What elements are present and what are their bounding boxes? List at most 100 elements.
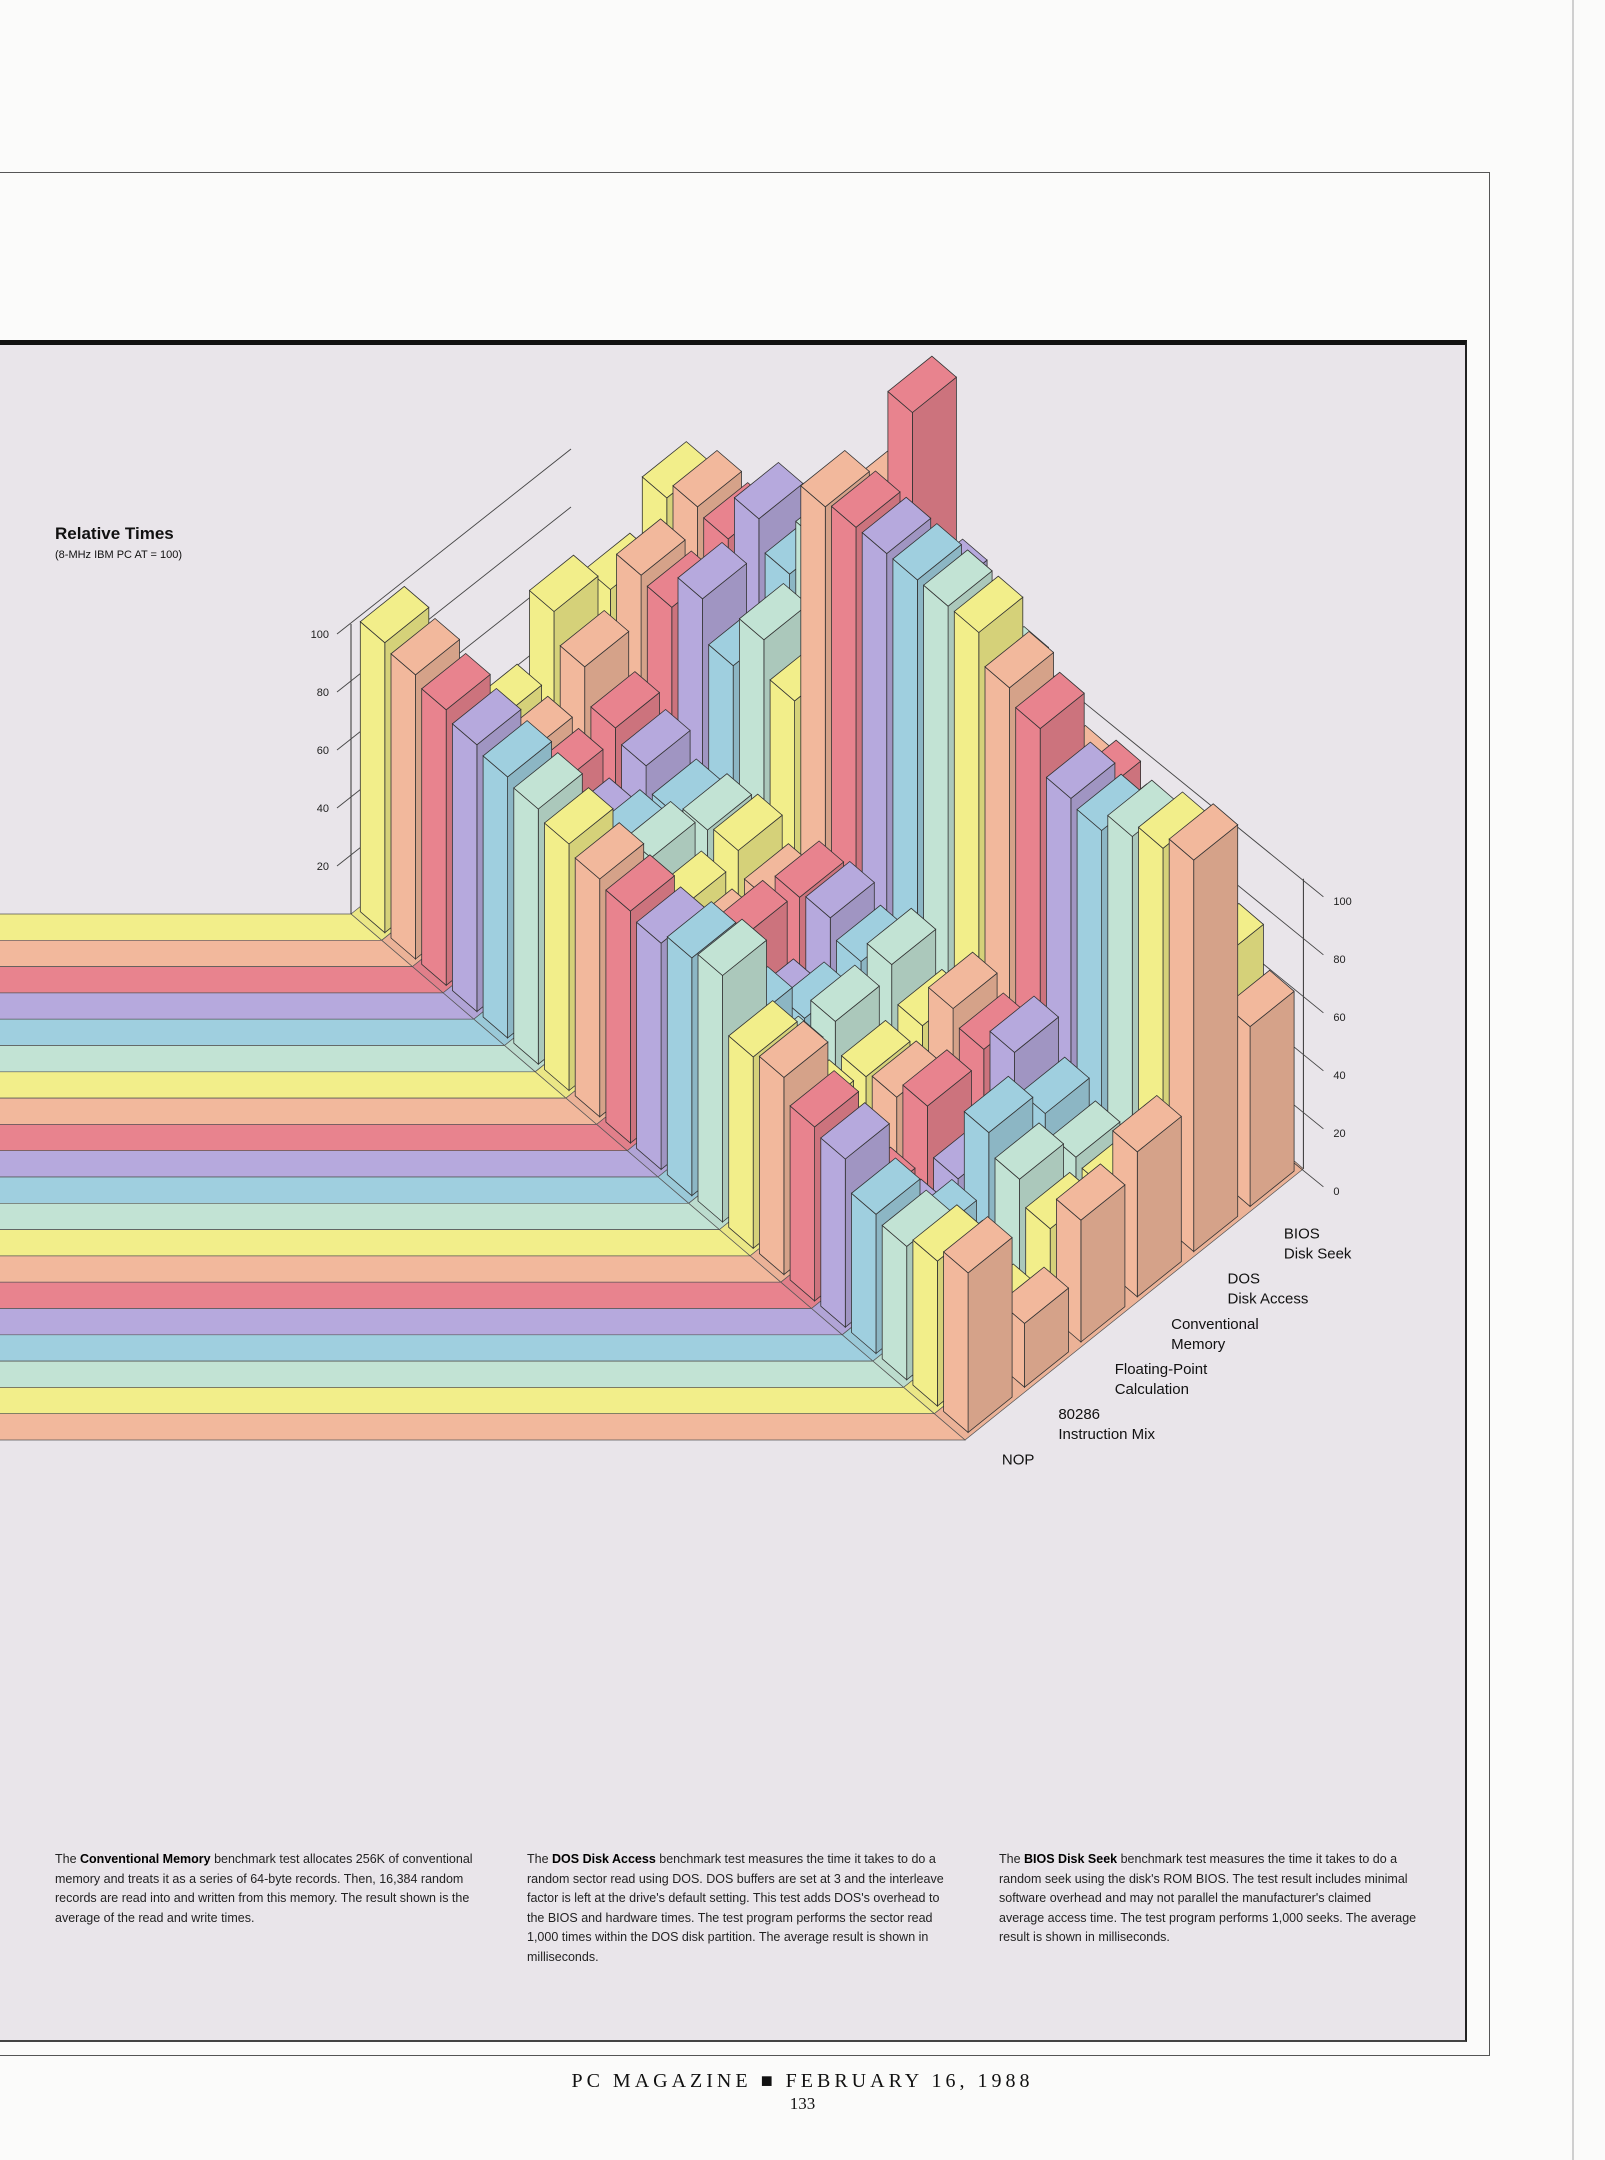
bar-side-face <box>451 722 478 1013</box>
bar-side-face <box>359 620 386 934</box>
bar-top-face <box>697 918 768 977</box>
floor-ribbon-arm <box>0 1255 782 1283</box>
bar-top-face <box>672 449 743 508</box>
left-tick-label: 80 <box>317 687 329 699</box>
bar-top-face <box>513 752 583 810</box>
bar-top-face <box>887 355 958 414</box>
bar-side-face <box>697 953 723 1223</box>
floor-ribbon-arm <box>0 939 414 967</box>
floor-ribbon-arm <box>0 1308 844 1336</box>
bar-top-face <box>738 582 809 641</box>
bar-top-face <box>482 720 553 778</box>
bar-side-face <box>390 652 416 960</box>
bar-top-face <box>451 687 522 746</box>
floor-ribbon-arm <box>0 1360 905 1388</box>
bar-top-face <box>421 652 491 711</box>
bar-front-face <box>1249 990 1295 1208</box>
bar-top-face <box>666 901 737 959</box>
footer-page-number: 133 <box>789 2094 816 2113</box>
floor-ribbon-arm <box>0 992 475 1020</box>
bar-side-face <box>544 822 570 1092</box>
bar-top-face <box>805 860 875 919</box>
right-grid-line <box>1073 693 1324 898</box>
floor-ribbon-arm <box>0 913 383 941</box>
left-grid-line <box>336 448 572 635</box>
category-label: DOS <box>1228 1271 1261 1288</box>
floor-ribbon-arm <box>0 1176 690 1204</box>
right-tick-label: 100 <box>1333 896 1351 908</box>
page-edge-rule <box>1572 0 1574 2160</box>
floor-ribbon-arm <box>0 1387 936 1415</box>
bar-side-face <box>421 687 447 987</box>
right-tick-label: 0 <box>1333 1186 1339 1198</box>
category-label: Disk Seek <box>1284 1245 1352 1262</box>
bar-top-face <box>574 822 645 880</box>
outer-frame <box>0 172 1490 2056</box>
category-label: BIOS <box>1284 1225 1320 1242</box>
bar-side-face <box>912 1239 938 1407</box>
floor-ribbon-arm <box>0 1413 966 1441</box>
bar-side-face <box>759 1055 785 1276</box>
bar-top-face <box>682 773 753 831</box>
bar-side-face <box>943 1251 969 1434</box>
floor-ribbon-arm <box>0 1202 721 1230</box>
category-label: Calculation <box>1115 1381 1189 1398</box>
description-conventional-memory: The Conventional Memory benchmark test a… <box>55 1852 473 1925</box>
bar-top-face <box>774 840 845 898</box>
right-tick-label: 40 <box>1333 1070 1345 1082</box>
category-label: NOP <box>1002 1451 1035 1468</box>
bar-side-face <box>881 1224 908 1381</box>
bar-top-face <box>902 1049 973 1107</box>
bar-top-face <box>1055 1163 1126 1221</box>
floor-ribbon-arm <box>0 966 445 994</box>
description-bios-disk-seek: The BIOS Disk Seek benchmark test measur… <box>999 1852 1417 1944</box>
bar-top-face <box>390 617 461 676</box>
bar-side-face <box>636 921 662 1171</box>
bar-top-face <box>866 907 937 966</box>
floor-ribbon-arm <box>0 1018 506 1046</box>
bar-side-face <box>482 755 509 1039</box>
bar-side-face <box>666 936 693 1197</box>
bar-top-face <box>892 523 963 581</box>
bar-top-face <box>559 609 630 668</box>
bar-top-face <box>922 549 993 607</box>
bar-top-face <box>942 1216 1013 1274</box>
bar-top-face <box>615 518 686 576</box>
bar-top-face <box>1168 803 1239 861</box>
floor-ribbon-arm <box>0 1124 629 1152</box>
bar-top-face <box>840 1019 911 1078</box>
bar-top-face <box>984 630 1055 689</box>
chart-subtitle: (8-MHz IBM PC AT = 100) <box>55 549 183 561</box>
bar-top-face <box>989 995 1060 1053</box>
right-tick-label: 20 <box>1333 1128 1345 1140</box>
left-tick-label: 40 <box>317 803 329 815</box>
left-tick-label: 100 <box>311 629 329 641</box>
bar-top-face <box>820 1102 890 1160</box>
bar-top-face <box>861 496 932 555</box>
bar-top-face <box>810 964 880 1022</box>
floor-ribbon-arm <box>0 1150 659 1178</box>
bar-top-face <box>543 787 614 845</box>
category-label: 80286 <box>1058 1406 1100 1423</box>
bar-top-face <box>953 575 1024 634</box>
category-label: Disk Access <box>1228 1291 1309 1308</box>
floor-ribbon-arm <box>0 1045 537 1073</box>
bar-top-face <box>620 708 691 767</box>
bar-top-face <box>713 793 783 852</box>
bar-top-face <box>758 1020 829 1078</box>
category-label: Memory <box>1171 1336 1226 1353</box>
bar-side-face <box>728 1035 754 1250</box>
bar-top-face <box>963 1075 1034 1134</box>
bar-top-face <box>789 1070 860 1128</box>
bar-top-face <box>733 461 804 520</box>
bar-top-face <box>927 951 998 1010</box>
right-tick-label: 80 <box>1333 954 1345 966</box>
bar-top-face <box>994 1122 1065 1180</box>
bar-top-face <box>605 854 676 912</box>
left-tick-label: 60 <box>317 745 329 757</box>
category-label: Floating-Point <box>1115 1361 1208 1378</box>
floor-ribbon-arm <box>0 1097 598 1125</box>
bar-top-face <box>1112 1094 1182 1153</box>
description-dos-disk-access: The DOS Disk Access benchmark test measu… <box>527 1852 944 1964</box>
